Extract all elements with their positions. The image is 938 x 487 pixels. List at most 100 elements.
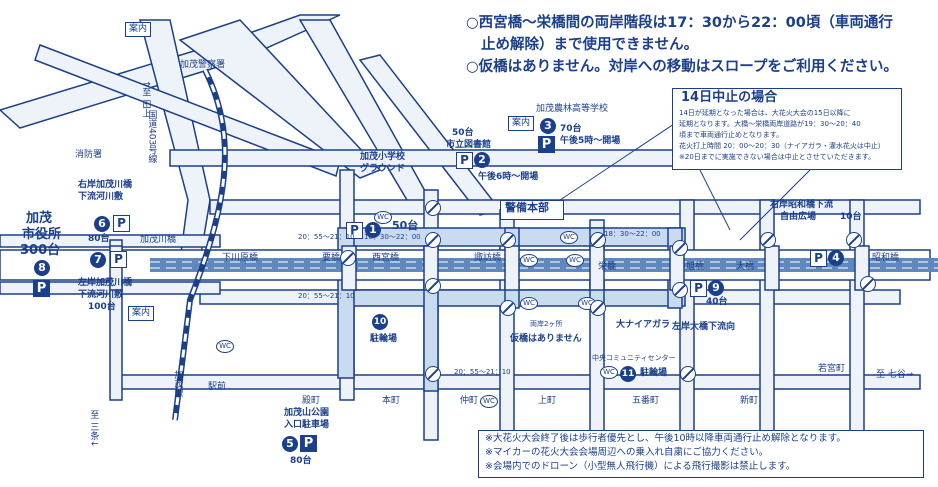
info-booth-1: 案内	[125, 22, 152, 37]
shinmachi-label: 新町	[740, 396, 759, 406]
time-3: 18：30～22：00	[604, 230, 661, 238]
to-sanjo: 至 三条↓	[88, 410, 99, 448]
nakamachi-wc: WC	[480, 395, 498, 408]
p4-parking-icon: P	[810, 250, 827, 267]
to-nanatani: 至 七谷→	[876, 370, 914, 380]
notice-line1: ○西宮橋～栄橋間の両岸階段は17：30から22：00頃（車両通行	[466, 15, 893, 31]
road-closure-icon	[425, 200, 441, 216]
niagara-label: 大ナイアガラ	[616, 320, 671, 330]
p1-cap: 50台	[392, 219, 419, 232]
p8-badge: 8	[34, 260, 50, 276]
station-label: 加茂駅	[172, 370, 183, 397]
p2-parking-icon: P	[456, 152, 473, 169]
p5-name2: 入口駐車場	[284, 420, 330, 430]
p9-parking-icon: P	[690, 280, 707, 297]
p6-name2: 下流河川敷	[78, 192, 124, 202]
nishimiya-label: 西宮橋	[372, 253, 400, 263]
road-closure-icon	[340, 250, 356, 266]
p5-cap: 80台	[290, 456, 312, 466]
notice-line3: ○仮橋はありません。対岸への移動はスロープをご利用ください。	[466, 59, 898, 75]
p9-cap: 40台	[706, 297, 728, 307]
road-closure-icon	[846, 232, 862, 248]
road-closure-icon	[425, 278, 441, 294]
wc-4: WC	[566, 254, 584, 267]
no-bridge-label: 仮橋はありません	[510, 334, 582, 344]
p4-name2: 自由広場	[780, 212, 817, 222]
hq-label-box: 警備本部	[500, 200, 564, 220]
road-closure-icon	[425, 232, 441, 248]
road-closure-icon	[672, 240, 688, 256]
ohashi-label: 大橋	[736, 262, 755, 272]
hq-label: 警備本部	[505, 201, 549, 214]
rain-line5: ※20日までに実施できない場合は中止とさせていただきます。	[679, 153, 876, 161]
wakamiya-label: 若宮町	[818, 364, 846, 374]
gobancho-label: 五番町	[632, 396, 660, 406]
p3-name: 加茂農林高等学校	[536, 104, 609, 114]
p2-badge: 2	[474, 152, 490, 168]
road-closure-icon	[860, 276, 876, 292]
showa-label: 昭和橋	[872, 253, 900, 263]
police-label: 加茂警察署	[180, 60, 226, 70]
rain-line1: 14日が延期となった場合は、大花火大会の15日以降に	[679, 109, 851, 117]
wc-5: WC	[520, 297, 538, 310]
p2-time: 午後6時～開場	[478, 172, 539, 182]
road-closure-icon	[590, 232, 606, 248]
p4-badge: 4	[828, 250, 844, 266]
time-1: 20：55～21：10	[298, 233, 355, 241]
p7-cap: 100台	[88, 302, 116, 312]
p1-name2: グラウンド	[360, 164, 406, 174]
rain-line2: 延期となります。大橋～栄橋両岸道路が19：30～20：40	[679, 120, 861, 128]
road-closure-icon	[500, 300, 516, 316]
notice-line2: 止め解除）まで使用できません。	[481, 37, 699, 53]
kamogawa-bridge: 加茂川橋	[140, 235, 177, 245]
p7-name: 左岸加茂川橋	[78, 278, 133, 288]
p6-name: 右岸加茂川橋	[78, 180, 133, 190]
p10-badge: 10	[372, 314, 388, 330]
note-line2: ※マイカーの花火大会会場周辺への乗入れ自粛にご協力ください。	[485, 447, 769, 458]
p11-badge: 11	[620, 366, 636, 382]
p6-cap: 80台	[88, 234, 110, 244]
p9-badge: 9	[708, 280, 724, 296]
p1-name: 加茂小学校	[360, 152, 406, 162]
p4-cap: 10台	[840, 212, 862, 222]
to-tagami: ↑至 田上	[140, 80, 151, 118]
p6-parking-icon: P	[113, 215, 130, 232]
p5-badge: 5	[282, 436, 298, 452]
road-closure-icon	[672, 282, 688, 298]
p7-parking-icon: P	[110, 251, 127, 268]
ryogishi-label: 両岸2ヶ所	[530, 320, 563, 328]
p3-badge: 3	[540, 118, 556, 134]
info-booth-2: 案内	[508, 116, 535, 131]
p8-name2: 市役所	[22, 227, 62, 242]
p11-wc: WC	[600, 366, 618, 379]
bottom-notes: ※大花火大会終了後は歩行者優先とし、午後10時以降車両通行止め解除となります。 …	[478, 430, 924, 478]
p2-cap: 50台	[452, 128, 474, 138]
p1-parking-icon: P	[346, 222, 363, 239]
asahi-label: 旭橋	[686, 262, 705, 272]
suwa-label: 諏訪橋	[474, 253, 502, 263]
road-closure-icon	[425, 366, 441, 382]
p3-time: 午後5時～開場	[560, 136, 621, 146]
wc-1: WC	[374, 211, 392, 224]
river	[0, 249, 938, 281]
p6-badge: 6	[94, 216, 110, 232]
p7-badge: 7	[90, 252, 106, 268]
p4-name: 右岸昭和橋下流	[770, 200, 834, 210]
ekimae-label: 駅前	[208, 382, 227, 392]
p1-badge: 1	[365, 222, 381, 238]
p11-name: 中央コミュニティセンター	[592, 354, 676, 362]
p5-parking-icon: P	[300, 435, 317, 452]
notice: ○西宮橋～栄橋間の両岸階段は17：30から22：00頃（車両通行 止め解除）まで…	[466, 12, 934, 78]
time-5: 20：55～21：10	[454, 368, 511, 376]
p2-name: 市立図書館	[446, 140, 492, 150]
honcho-label: 本町	[382, 396, 401, 406]
leftbank-label: 左岸大橋下流向	[672, 322, 736, 332]
fire-label: 消防署	[75, 150, 103, 160]
shimokawara-bridge: 下川原橋	[222, 253, 259, 263]
p8-name: 加茂	[26, 211, 53, 226]
p5-name: 加茂山公園	[284, 408, 330, 418]
time-4: 20：55～21：10	[298, 292, 355, 300]
rain-line3: 頃まで車両通行止めとなります。	[679, 131, 784, 139]
p8-parking-icon: P	[33, 280, 50, 297]
road-closure-icon	[590, 300, 606, 316]
